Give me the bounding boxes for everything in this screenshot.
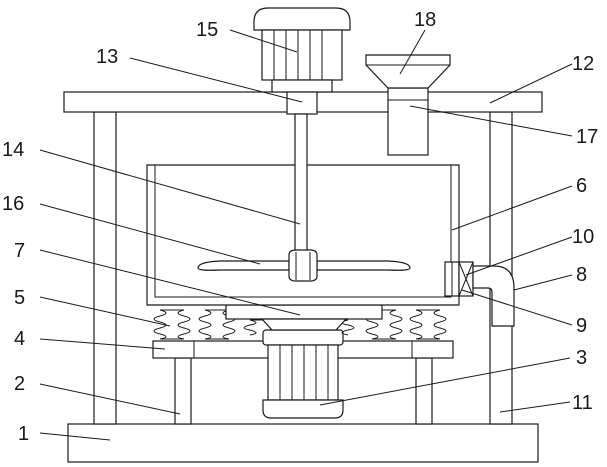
stirring-blade	[197, 249, 411, 282]
label-12: 12	[572, 53, 594, 75]
label-13: 13	[96, 46, 118, 68]
base-plate	[67, 423, 539, 463]
label-16: 16	[2, 193, 24, 215]
connector-block	[225, 304, 383, 320]
label-6: 6	[576, 175, 587, 197]
stirring-shaft	[294, 113, 308, 255]
label-4: 4	[14, 328, 25, 350]
label-3: 3	[576, 347, 587, 369]
label-18: 18	[414, 9, 436, 31]
support-post-right	[415, 357, 433, 425]
label-7: 7	[14, 240, 25, 262]
label-2: 2	[14, 373, 25, 395]
part-labels: 1 2 3 4 5 6 7 8 9 10 11 12 13 14 15 16 1…	[2, 9, 598, 445]
label-5: 5	[14, 287, 25, 309]
bottom-motor	[262, 329, 344, 419]
label-17: 17	[576, 126, 598, 148]
feed-pipe	[387, 87, 429, 156]
label-1: 1	[18, 423, 29, 445]
outlet-valve	[444, 261, 474, 297]
label-10: 10	[572, 226, 594, 248]
label-15: 15	[196, 19, 218, 41]
shaft-coupling	[286, 91, 318, 115]
label-8: 8	[576, 264, 587, 286]
support-post-left	[174, 357, 192, 425]
top-motor	[253, 7, 351, 93]
discharge-pipe	[472, 265, 515, 327]
label-9: 9	[576, 315, 587, 337]
label-11: 11	[572, 392, 593, 414]
label-14: 14	[2, 139, 24, 161]
leader-lines	[39, 29, 573, 441]
